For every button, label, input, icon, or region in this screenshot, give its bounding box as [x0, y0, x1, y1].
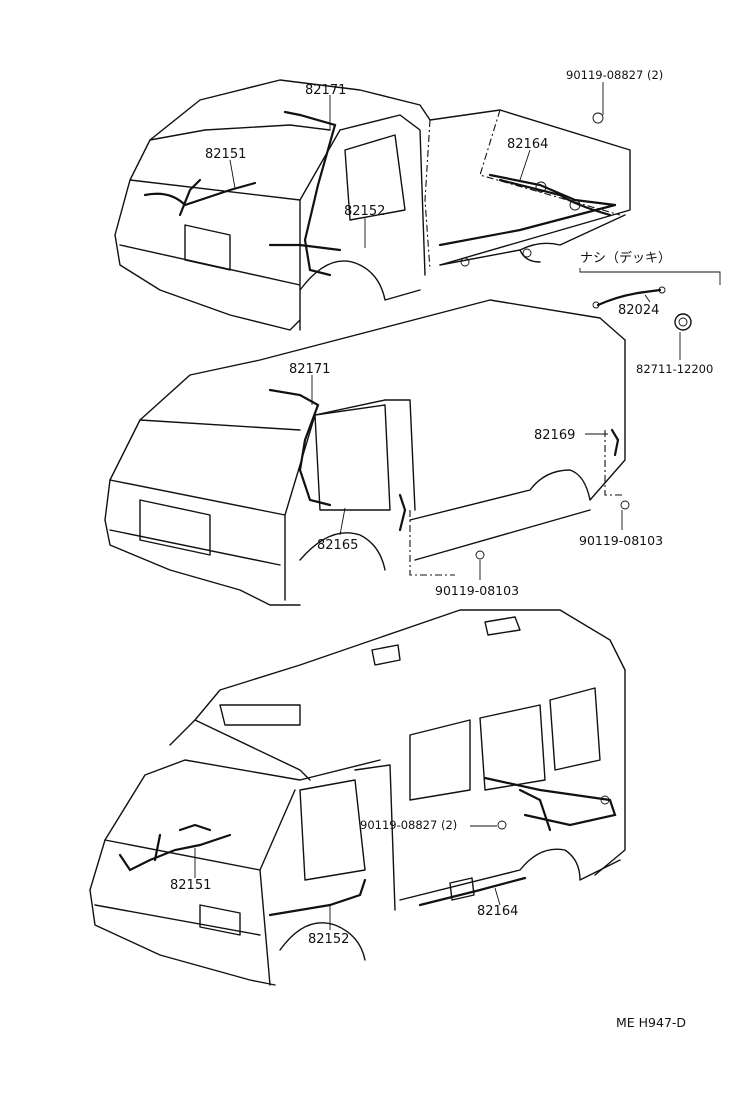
- van-callout-90119-08103-bottom: 90119-08103: [435, 583, 519, 598]
- no-deck-group: [579, 268, 721, 360]
- van-illustration: [104, 299, 630, 606]
- truck-callout-82164: 82164: [507, 137, 548, 152]
- no-deck-callout-82711-12200: 82711-12200: [636, 362, 713, 376]
- van-callout-90119-08103-right: 90119-08103: [579, 533, 663, 548]
- wagon-illustration: [89, 609, 626, 986]
- wagon-callout-90119-08827: 90119-08827 (2): [360, 818, 457, 832]
- no-deck-callout-82024: 82024: [618, 303, 659, 318]
- truck-callout-82171: 82171: [305, 83, 346, 98]
- truck-callout-90119-08827: 90119-08827 (2): [566, 68, 663, 82]
- drawing-code: ME H947-D: [616, 1015, 686, 1030]
- no-deck-header: ナシ（デッキ）: [580, 250, 671, 266]
- truck-callout-82151: 82151: [205, 147, 246, 162]
- van-callout-82165: 82165: [317, 538, 358, 553]
- wagon-callout-82164: 82164: [477, 904, 518, 919]
- truck-callout-82152: 82152: [344, 204, 385, 219]
- wagon-callout-82152: 82152: [308, 932, 349, 947]
- truck-illustration: [114, 79, 631, 331]
- van-callout-82171: 82171: [289, 362, 330, 377]
- wagon-callout-82151: 82151: [170, 878, 211, 893]
- van-callout-82169: 82169: [534, 428, 575, 443]
